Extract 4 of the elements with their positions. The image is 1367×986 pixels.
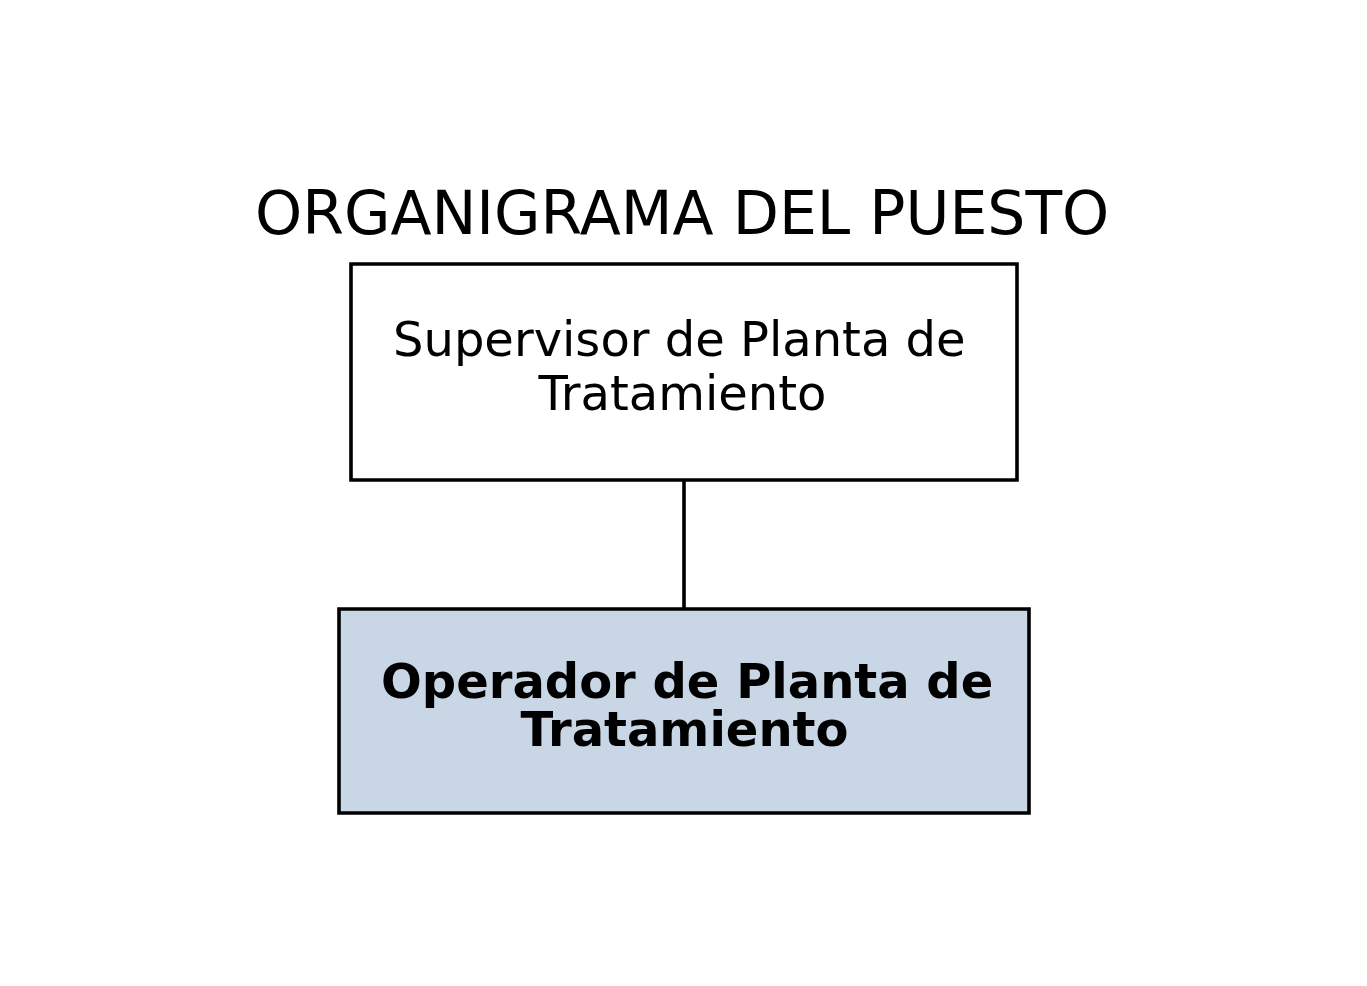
- node-box: Supervisor de Planta de Tratamiento: [348, 261, 1019, 482]
- connector: [681, 479, 686, 609]
- node-box: Operador de Planta de Tratamiento: [336, 606, 1031, 815]
- diagram-title: ORGANIGRAMA DEL PUESTO: [254, 177, 1109, 248]
